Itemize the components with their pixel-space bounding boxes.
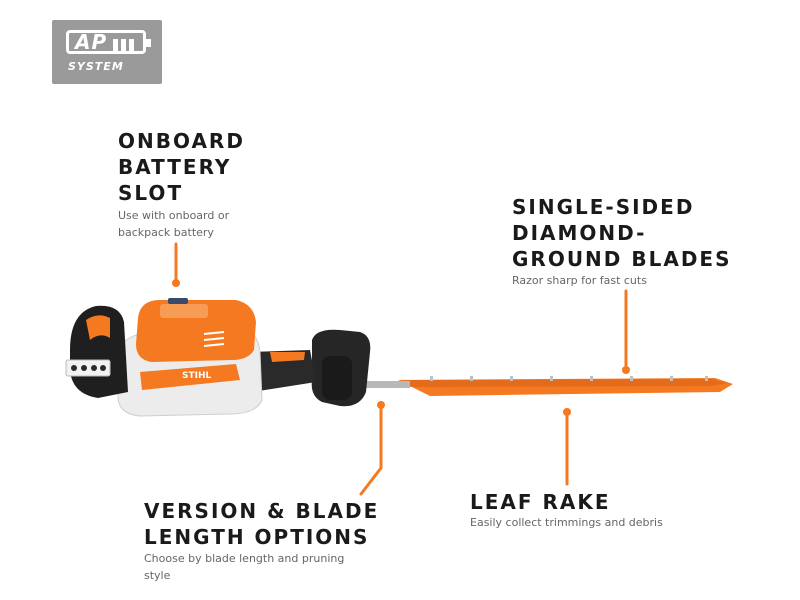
front-grip bbox=[322, 356, 352, 400]
blades-desc: Razor sharp for fast cuts bbox=[512, 274, 647, 287]
battery-vents bbox=[203, 331, 225, 347]
safety-label bbox=[65, 359, 111, 377]
rake-leader-dot bbox=[563, 408, 571, 416]
housing-stripe bbox=[140, 364, 240, 390]
stihl-logo: STIHL bbox=[182, 371, 212, 381]
leaf-rake-desc: Easily collect trimmings and debris bbox=[470, 516, 663, 529]
ap-system-logo: AP SYSTEM bbox=[52, 20, 162, 84]
drive-shaft bbox=[350, 381, 410, 388]
battery-top bbox=[160, 304, 208, 318]
trigger-accent bbox=[86, 315, 110, 340]
battery-outline-icon: AP bbox=[66, 30, 151, 55]
version-title: VERSION & BLADE LENGTH OPTIONS bbox=[144, 499, 380, 549]
blade-teeth bbox=[430, 376, 708, 381]
battery-slot-desc: Use with onboard or backpack battery bbox=[118, 209, 230, 239]
label-icons bbox=[71, 365, 106, 371]
version-desc: Choose by blade length and pruning style bbox=[144, 552, 345, 582]
battery-indicator bbox=[168, 298, 188, 304]
battery-bars-icon bbox=[113, 36, 137, 55]
battery-leader-dot bbox=[172, 279, 180, 287]
blades-title: SINGLE-SIDED DIAMOND-GROUND BLADES bbox=[512, 195, 732, 271]
system-logo-text: SYSTEM bbox=[68, 60, 124, 73]
version-leader-dot bbox=[377, 401, 385, 409]
blades-leader-dot bbox=[622, 366, 630, 374]
version-leader-line bbox=[359, 404, 383, 496]
battery-slot-title: ONBOARD BATTERY SLOT bbox=[118, 129, 245, 205]
ap-logo-text: AP bbox=[75, 30, 108, 54]
leaf-rake-title: LEAF RAKE bbox=[470, 490, 611, 514]
motor-neck bbox=[250, 350, 316, 392]
neck-accent bbox=[270, 352, 305, 362]
blade-edge bbox=[405, 379, 728, 387]
